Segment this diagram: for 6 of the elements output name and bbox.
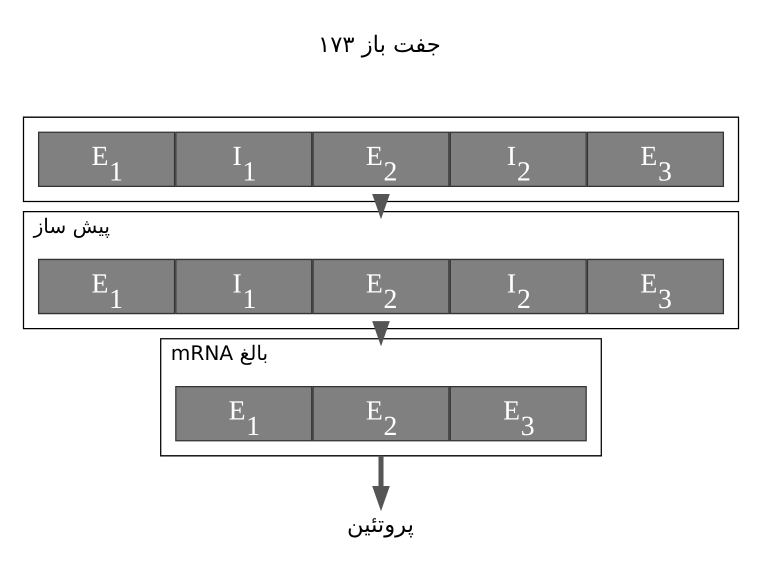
- arrow: [372, 321, 390, 346]
- arrow: [372, 456, 390, 512]
- node-text: پروتئین: [347, 512, 414, 538]
- arrow: [372, 194, 390, 220]
- cluster: [22, 116, 740, 202]
- label: ۱۷۳ جفت باز: [318, 32, 441, 58]
